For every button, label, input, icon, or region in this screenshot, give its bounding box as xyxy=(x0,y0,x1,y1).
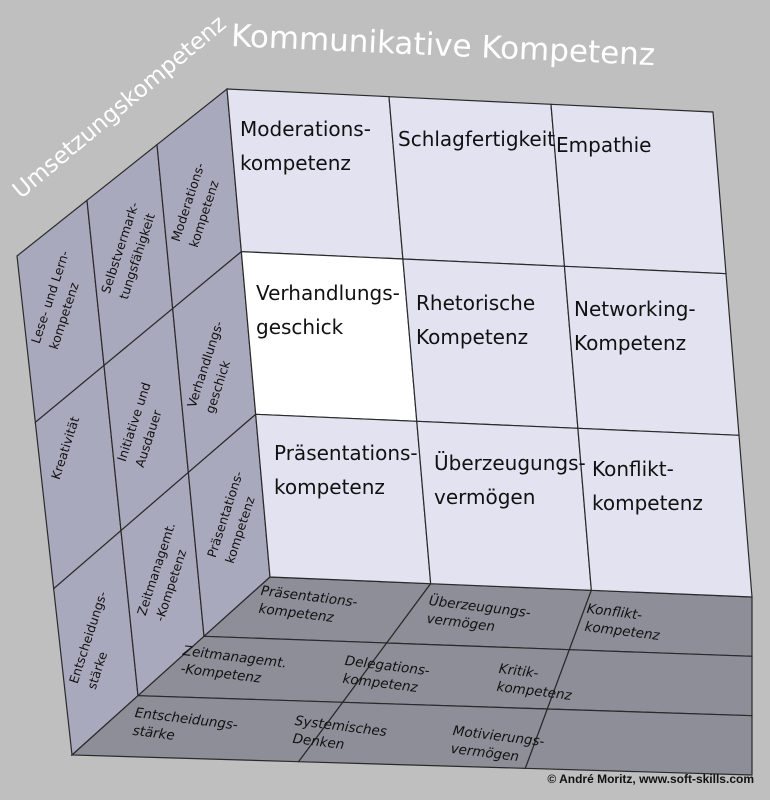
front-cell-label: Präsentations-kompetenz xyxy=(274,441,418,499)
front-cell-label: Empathie xyxy=(556,133,652,157)
front-cell-label: Schlagfertigkeit xyxy=(398,127,556,151)
front-cell-label: Konflikt-kompetenz xyxy=(592,457,703,515)
bottom-face-cell xyxy=(546,649,753,717)
front-cell-label: Moderations-kompetenz xyxy=(240,117,371,175)
front-cell-label: Verhandlungs-geschick xyxy=(256,281,400,339)
bottom-face-cell xyxy=(524,708,753,776)
front-cell-label: Networking-Kompetenz xyxy=(574,297,696,355)
front-cell-label: Überzeugungs-vermögen xyxy=(434,451,586,509)
front-face-cell xyxy=(577,427,753,598)
copyright-notice: © André Moritz, www.soft-skills.com xyxy=(547,772,754,786)
